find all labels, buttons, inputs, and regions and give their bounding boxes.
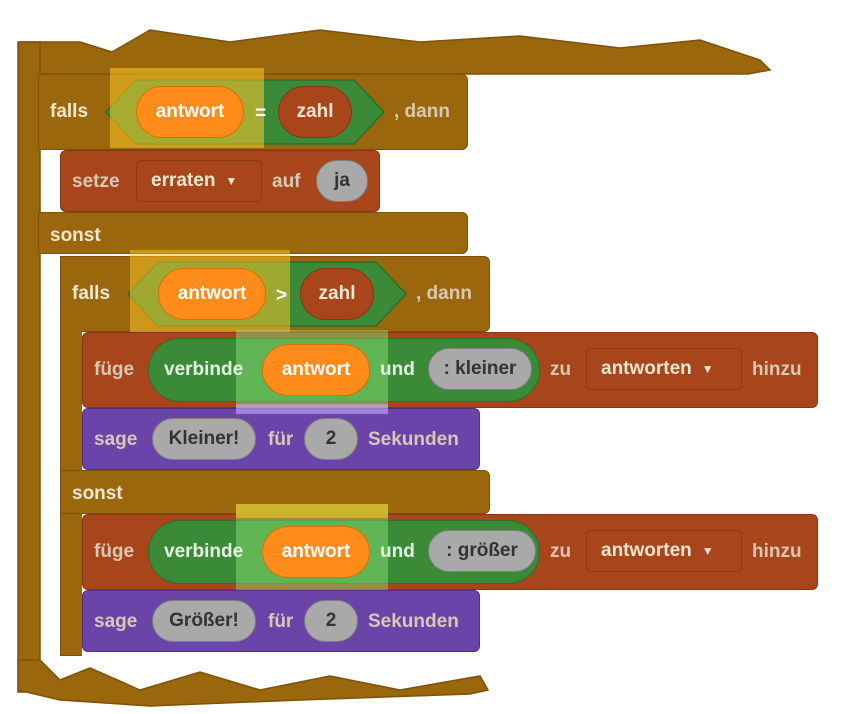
outer-falls-label: falls — [50, 101, 89, 122]
chevron-down-icon: ▼ — [701, 362, 714, 376]
kleiner-say-input[interactable]: Kleiner! — [152, 418, 256, 460]
fuer-label-1: für — [268, 429, 294, 450]
inner-sonst-label: sonst — [72, 483, 123, 504]
chevron-down-icon: ▼ — [225, 174, 238, 188]
greater-than-symbol: > — [276, 285, 288, 306]
setze-label: setze — [72, 171, 120, 192]
outer-else-block — [38, 212, 468, 254]
fuege-label-1: füge — [94, 359, 135, 380]
antworten-dropdown-value-1: antworten — [601, 358, 692, 379]
outer-zahl-reporter[interactable]: zahl — [278, 86, 352, 138]
hinzu-label-1: hinzu — [752, 359, 802, 380]
outer-antwort-reporter[interactable]: antwort — [136, 86, 244, 138]
fuer-label-2: für — [268, 611, 294, 632]
und-label-2: und — [380, 541, 415, 562]
join-antwort-reporter-2[interactable]: antwort — [262, 526, 370, 578]
sage-label-2: sage — [94, 611, 138, 632]
inner-if-spine — [60, 256, 82, 656]
erraten-dropdown[interactable]: erraten ▼ — [136, 160, 262, 202]
kleiner-text-input[interactable]: : kleiner — [428, 348, 532, 390]
hinzu-label-2: hinzu — [752, 541, 802, 562]
sekunden-label-1: Sekunden — [368, 429, 459, 450]
zu-label-1: zu — [550, 359, 572, 380]
zu-label-2: zu — [550, 541, 572, 562]
inner-falls-label: falls — [72, 283, 111, 304]
inner-antwort-reporter[interactable]: antwort — [158, 268, 266, 320]
inner-zahl-reporter[interactable]: zahl — [300, 268, 374, 320]
fuege-label-2: füge — [94, 541, 135, 562]
outer-sonst-label: sonst — [50, 225, 101, 246]
antworten-list-dropdown-2[interactable]: antworten ▼ — [586, 530, 742, 572]
erraten-dropdown-value: erraten — [151, 170, 216, 191]
auf-label: auf — [272, 171, 301, 192]
und-label-1: und — [380, 359, 415, 380]
join-antwort-reporter-1[interactable]: antwort — [262, 344, 370, 396]
sekunden-label-2: Sekunden — [368, 611, 459, 632]
secs-input-2[interactable]: 2 — [304, 600, 358, 642]
chevron-down-icon: ▼ — [701, 544, 714, 558]
ja-input[interactable]: ja — [316, 160, 368, 202]
say-for-secs-block-2[interactable] — [82, 590, 480, 652]
verbinde-label-2: verbinde — [164, 541, 244, 562]
groesser-say-input[interactable]: Größer! — [152, 600, 256, 642]
sage-label-1: sage — [94, 429, 138, 450]
secs-input-1[interactable]: 2 — [304, 418, 358, 460]
say-for-secs-block-1[interactable] — [82, 408, 480, 470]
outer-dann-label: , dann — [394, 101, 450, 122]
verbinde-label-1: verbinde — [164, 359, 244, 380]
antworten-dropdown-value-2: antworten — [601, 540, 692, 561]
inner-else-block — [60, 470, 490, 514]
equals-symbol: = — [255, 103, 267, 124]
groesser-text-input[interactable]: : größer — [428, 530, 536, 572]
inner-dann-label: , dann — [416, 283, 472, 304]
antworten-list-dropdown-1[interactable]: antworten ▼ — [586, 348, 742, 390]
